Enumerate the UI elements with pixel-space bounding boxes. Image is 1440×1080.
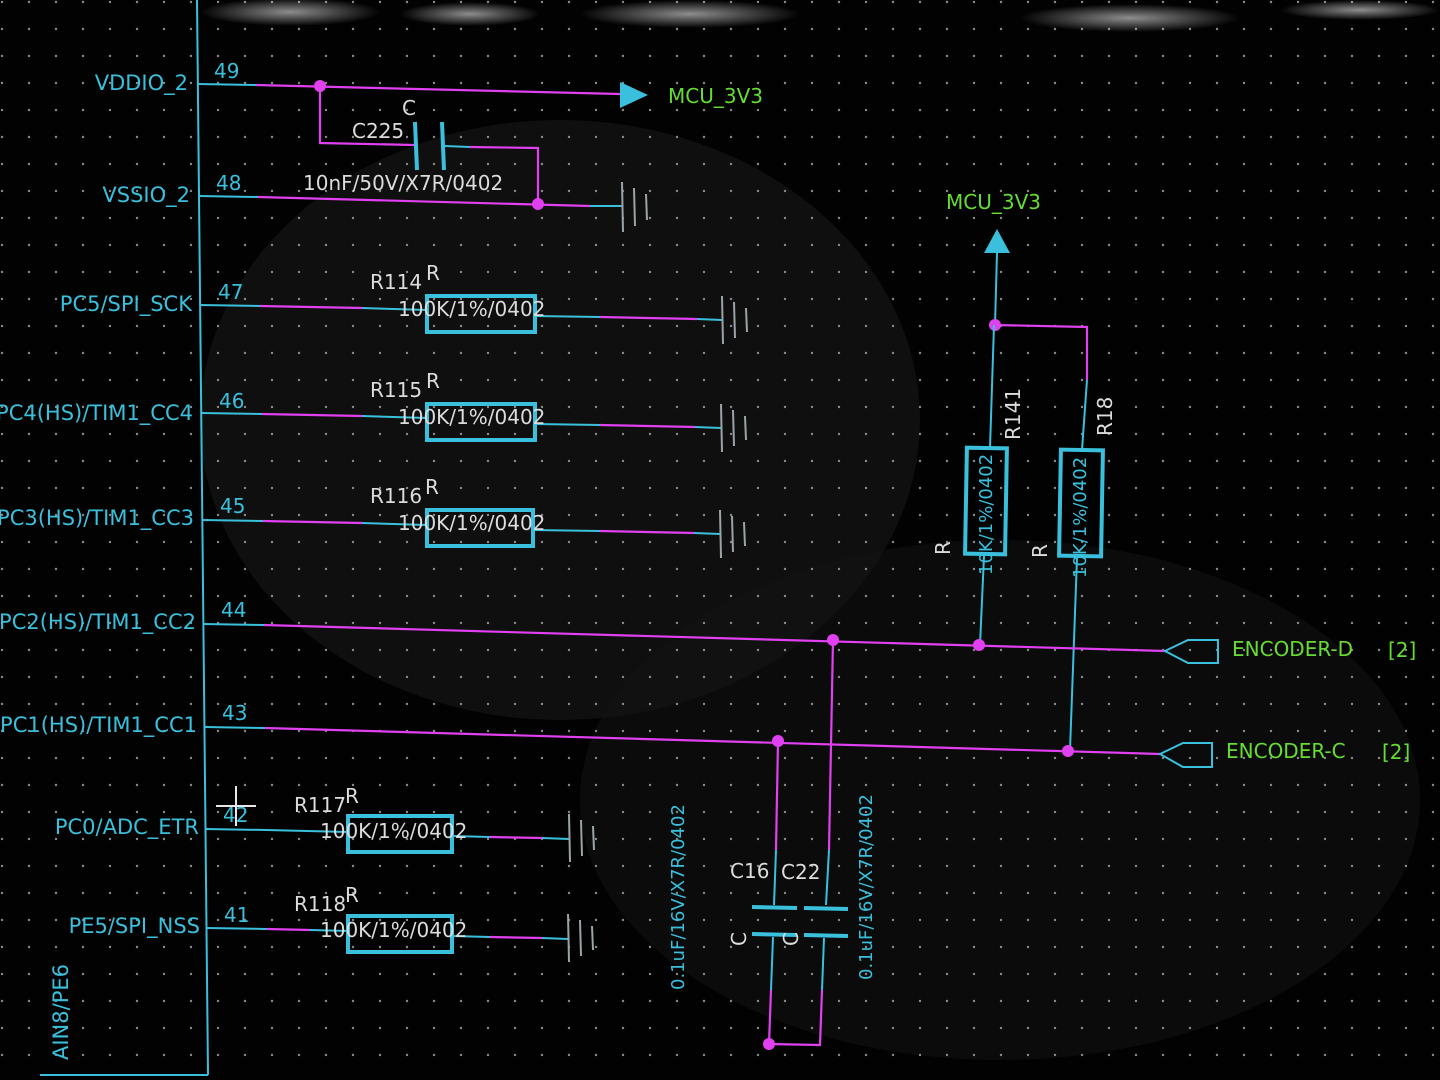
pin-name: PC0/ADC_ETR xyxy=(55,815,199,840)
pin-name: PC4(HS)/TIM1_CC4 xyxy=(0,401,193,426)
resistor-type: R xyxy=(345,883,359,907)
ground-icon xyxy=(621,181,648,233)
resistor-value: 100K/1%/0402 xyxy=(320,819,467,843)
resistor-r18-body xyxy=(1057,447,1105,559)
resistor-value: 100K/1%/0402 xyxy=(398,297,545,321)
resistor-row-r118 xyxy=(266,913,594,963)
resistor-ref: R18 xyxy=(1093,397,1117,436)
pin-number: 44 xyxy=(221,598,246,622)
resistor-type: R xyxy=(425,475,439,499)
resistor-type: R xyxy=(931,541,955,555)
resistor-value: 100K/1%/0402 xyxy=(398,405,545,429)
pin-stubs xyxy=(197,83,268,930)
encoder-c-net xyxy=(264,726,1213,768)
cap-value-label: 10nF/50V/X7R/0402 xyxy=(303,171,503,195)
resistor-ref: R141 xyxy=(1001,388,1025,440)
resistor-r141-body xyxy=(963,445,1009,557)
pin-number: 41 xyxy=(224,903,249,927)
ground-icon xyxy=(567,913,594,963)
resistor-value: 100K/1%/0402 xyxy=(320,918,467,942)
ground-icon xyxy=(721,295,748,345)
vddio-net xyxy=(255,80,648,147)
power-net-label: MCU_3V3 xyxy=(668,84,763,108)
pin-name: PC5/SPI_SCK xyxy=(60,292,193,317)
pin-name: PE5/SPI_NSS xyxy=(69,914,200,939)
pin-number: 45 xyxy=(220,494,245,518)
resistor-ref: R118 xyxy=(294,892,346,916)
resistor-row-r116 xyxy=(262,508,746,559)
capacitor-c225 xyxy=(413,121,540,204)
power-arrow-icon xyxy=(984,229,1010,253)
resistor-r114-body xyxy=(425,294,537,334)
resistor-ref: R114 xyxy=(370,270,422,294)
pin-number: 43 xyxy=(222,701,247,725)
resistor-value: 100K/1%/0402 xyxy=(398,511,545,535)
cap-value-label: 0.1uF/16V/X7R/0402 xyxy=(856,794,877,980)
cap-type-label: C xyxy=(727,932,751,946)
pin-number: 49 xyxy=(214,59,239,83)
ceiling-light-reflection xyxy=(580,0,800,28)
port-label: ENCODER-D xyxy=(1232,637,1353,661)
cap-ref-label: C225 xyxy=(352,119,404,143)
resistor-ref: R116 xyxy=(370,484,422,508)
ceiling-light-reflection xyxy=(1280,0,1440,20)
cursor-crosshair-icon xyxy=(216,786,256,826)
resistor-row-r115 xyxy=(261,402,747,453)
port-icon xyxy=(1157,742,1213,768)
ceiling-light-reflection xyxy=(1020,4,1240,32)
resistor-type: R xyxy=(426,261,440,285)
cap-ref-label: C22 xyxy=(781,860,820,884)
pin-name: PC1(HS)/TIM1_CC1 xyxy=(0,713,197,738)
resistor-r115-body xyxy=(425,402,537,442)
ceiling-light-reflection xyxy=(200,0,380,26)
resistor-value: 10K/1%/0402 xyxy=(1070,457,1091,578)
pin-number: 48 xyxy=(216,171,241,195)
pin-number: 47 xyxy=(218,280,243,304)
ground-icon xyxy=(719,509,746,559)
resistor-row-r117 xyxy=(265,813,595,863)
pin-name: PC2(HS)/TIM1_CC2 xyxy=(0,610,196,635)
port-icon xyxy=(1162,639,1219,664)
resistor-ref: R115 xyxy=(370,378,422,402)
cap-value-label: 0.1uF/16V/X7R/0402 xyxy=(668,804,689,990)
pin-name: VSSIO_2 xyxy=(102,183,190,208)
ground-icon xyxy=(568,813,595,863)
port-label: ENCODER-C xyxy=(1226,739,1346,763)
port-sheet-ref: [2] xyxy=(1388,638,1416,662)
resistor-type: R xyxy=(426,369,440,393)
ground-icon xyxy=(720,403,747,453)
resistor-value: 10K/1%/0402 xyxy=(976,454,997,575)
power-net-label: MCU_3V3 xyxy=(946,190,1041,214)
encoder-d-net xyxy=(263,623,1219,664)
pin-name: AIN8/PE6 xyxy=(49,964,73,1060)
power-arrow-icon xyxy=(620,82,648,108)
cap-ref-label: C16 xyxy=(730,859,769,883)
resistor-type: R xyxy=(345,784,359,808)
pin-name: PC3(HS)/TIM1_CC3 xyxy=(0,506,194,531)
pin-name: VDDIO_2 xyxy=(95,71,188,96)
vssio-net xyxy=(257,195,622,210)
resistor-ref: R117 xyxy=(294,793,346,817)
pullup-network xyxy=(963,252,1105,751)
cap-type-label: C xyxy=(779,932,803,946)
resistor-r116-body xyxy=(425,508,535,548)
ceiling-light-reflection xyxy=(400,2,540,26)
port-sheet-ref: [2] xyxy=(1382,740,1410,764)
ic-body-edge xyxy=(196,0,209,1076)
cap-type-label: C xyxy=(402,96,416,120)
resistor-r117-body xyxy=(346,814,454,854)
pin-number: 46 xyxy=(219,389,244,413)
resistor-type: R xyxy=(1028,544,1052,558)
resistor-row-r114 xyxy=(259,294,748,345)
resistor-r118-body xyxy=(346,914,454,954)
caps-c16-c22 xyxy=(751,639,849,1050)
